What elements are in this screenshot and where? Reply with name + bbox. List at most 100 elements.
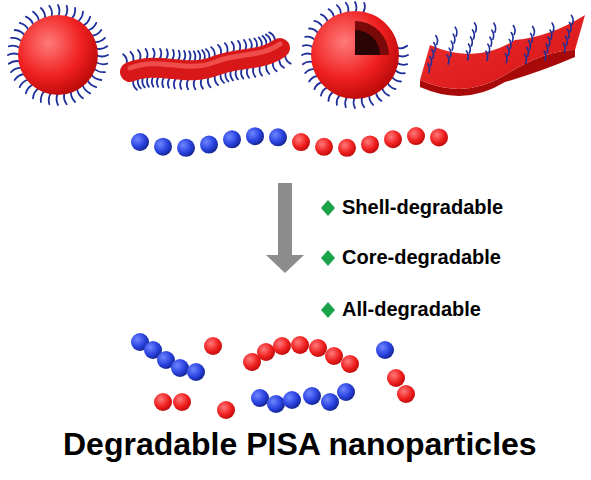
corona-chain [220, 73, 224, 82]
corona-chain [563, 43, 565, 52]
corona-chain [174, 78, 176, 88]
corona-chain [180, 79, 182, 89]
block-copolymer [131, 127, 448, 419]
corona-chain [475, 23, 477, 32]
corona-chain [492, 30, 494, 39]
corona-chain [189, 51, 191, 61]
corona-chain [432, 50, 434, 59]
corona-chain [201, 79, 203, 89]
red-bead [407, 127, 425, 145]
corona-chain [138, 79, 141, 89]
corona-chain [505, 54, 507, 63]
corona-chain [225, 43, 228, 53]
blue-bead [303, 387, 321, 405]
corona-chain [211, 47, 215, 56]
corona-chain [194, 79, 196, 89]
worm-highlight [130, 44, 280, 68]
red-bead [384, 130, 402, 148]
corona-chain [232, 42, 234, 52]
red-bead [325, 347, 343, 365]
red-bead [292, 133, 310, 151]
corona-chain [253, 67, 255, 77]
corona-chain [529, 40, 531, 49]
corona-chain [254, 38, 257, 48]
corona-chain [130, 52, 133, 62]
corona-chain [434, 43, 436, 52]
corona-chain [533, 26, 535, 35]
corona-chain [565, 36, 567, 45]
blue-bead [283, 391, 301, 409]
corona-chain [525, 54, 527, 63]
red-bead [397, 385, 415, 403]
blue-bead [187, 363, 205, 381]
corona-chain [218, 45, 221, 55]
corona-chain [266, 34, 271, 43]
corona-chain [449, 48, 451, 57]
blue-bead [337, 383, 355, 401]
corona-chain [469, 44, 471, 53]
corona-chain [513, 26, 515, 35]
bullet-label: Shell-degradable [342, 196, 503, 219]
corona-chain [473, 30, 475, 39]
blue-bead [269, 128, 287, 146]
corona-chain [183, 51, 185, 61]
blue-bead [171, 359, 189, 377]
blue-bead [251, 389, 269, 407]
corona-chain [531, 33, 533, 42]
red-bead [291, 336, 309, 354]
corona-chain [142, 78, 145, 88]
corona-chain [162, 77, 164, 87]
corona-chain [244, 40, 246, 50]
corona-chain [225, 72, 228, 82]
arrow-shaft [278, 183, 292, 257]
spherical-micelle [18, 15, 98, 95]
corona-chain [157, 77, 159, 87]
corona-chain [494, 23, 496, 32]
corona-chain [486, 51, 488, 60]
bullet-diamond [321, 250, 335, 266]
corona-chain [471, 37, 473, 46]
red-bead [273, 337, 291, 355]
red-bead [217, 401, 235, 419]
corona-chain [202, 50, 205, 60]
title: Degradable PISA nanoparticles [63, 426, 537, 463]
corona-chain [552, 23, 554, 32]
corona-chain [467, 51, 469, 60]
red-bead [204, 337, 222, 355]
corona-chain [428, 64, 430, 73]
bullet-label: Core-degradable [342, 246, 501, 269]
corona-chain [527, 47, 529, 56]
blue-bead [154, 138, 172, 156]
red-bead [338, 139, 356, 157]
corona-chain [269, 32, 275, 40]
corona-chain [567, 29, 569, 38]
lamella-chains [428, 15, 573, 72]
corona-chain [249, 39, 251, 49]
arrow-head [266, 255, 304, 273]
corona-chain [215, 76, 218, 85]
corona-chain [236, 69, 238, 79]
corona-chain [247, 68, 249, 78]
corona-chain [194, 51, 196, 61]
corona-chain [153, 49, 155, 59]
red-bead [315, 138, 333, 156]
corona-chain [544, 51, 546, 60]
corona-chain [453, 34, 455, 43]
lamella [420, 15, 585, 89]
corona-chain [447, 55, 449, 64]
corona-chain [262, 36, 266, 45]
corona-chain [430, 57, 432, 66]
corona-chain [266, 64, 269, 74]
corona-chain [238, 41, 240, 51]
red-bead [257, 343, 275, 361]
corona-chain [571, 15, 573, 24]
corona-chain [168, 78, 170, 88]
corona-chain [488, 44, 490, 53]
corona-chain [569, 22, 571, 31]
corona-chain [172, 50, 174, 60]
corona-chain [490, 37, 492, 46]
corona-chain [273, 62, 277, 71]
corona-chain [206, 49, 209, 58]
